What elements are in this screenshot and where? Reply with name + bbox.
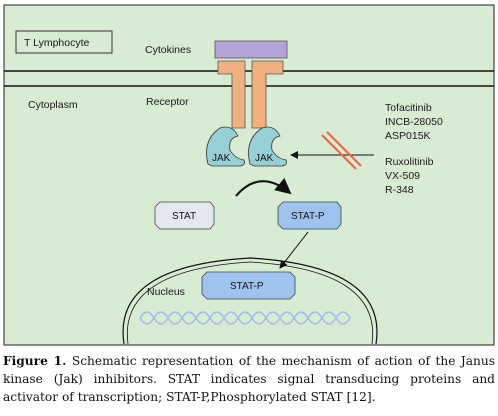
stat-p-label: STAT-P: [291, 211, 325, 222]
figure-caption: Figure 1. Schematic representation of th…: [3, 352, 495, 406]
receptor: [217, 60, 284, 129]
nucleus-envelope-inner: [126, 261, 374, 345]
stat-p-box: [277, 201, 342, 230]
jak-left-label: JAK: [212, 153, 231, 164]
cytokine: [214, 40, 288, 59]
inhibitor-name: VX-509: [385, 170, 420, 182]
cell-label-box: [15, 30, 113, 54]
inhibitor-name: Ruxolitinib: [385, 156, 434, 168]
cytokines-label: Cytokines: [145, 44, 191, 56]
figure-label: Figure 1.: [3, 354, 67, 368]
inhibitor-block-icon: [321, 131, 362, 170]
inhibitor-list: Tofacitinib INCB-28050 ASP015K Ruxolitin…: [385, 102, 443, 196]
cytoplasm-label: Cytoplasm: [28, 99, 78, 111]
jak-right: JAK: [248, 126, 287, 167]
nuclear-stat-p-box: [201, 271, 296, 300]
jak-right-label: JAK: [255, 153, 274, 164]
nucleus-label: Nucleus: [147, 286, 185, 298]
jak-inhibitor-diagram: T Lymphocyte Cytokines Receptor Cytoplas…: [3, 4, 495, 346]
inhibitor-name: Tofacitinib: [385, 102, 432, 114]
nuclear-stat-p-label: STAT-P: [230, 281, 264, 292]
jak-left: JAK: [206, 126, 245, 167]
stat-label: STAT: [172, 211, 196, 222]
phosphorylation-arrow: [235, 177, 292, 197]
stat-box: [154, 201, 215, 230]
inhibitor-name: R-348: [385, 184, 414, 196]
cell-label: T Lymphocyte: [24, 37, 90, 49]
dna-helix-icon: [139, 311, 351, 325]
inhibitor-name: ASP015K: [385, 130, 431, 142]
caption-text: Schematic representation of the mechanis…: [3, 354, 495, 404]
receptor-label: Receptor: [146, 96, 189, 108]
nucleus-envelope: [122, 257, 378, 345]
inhibitor-name: INCB-28050: [385, 116, 443, 128]
